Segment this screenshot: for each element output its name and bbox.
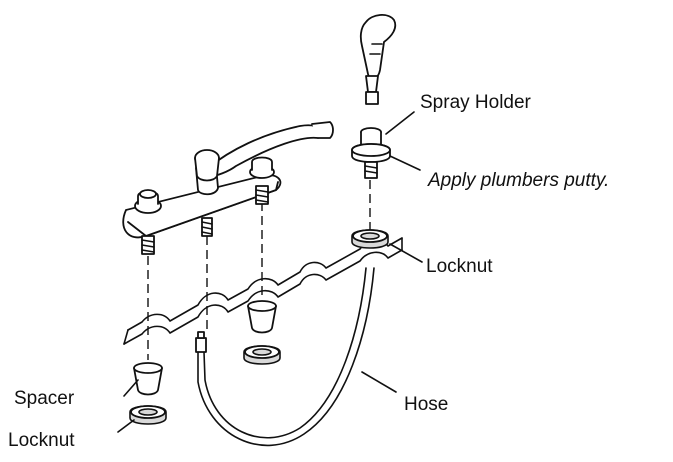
spray-holder bbox=[351, 127, 391, 179]
locknut bbox=[243, 345, 281, 365]
spray-head bbox=[359, 14, 397, 105]
locknut bbox=[129, 405, 167, 425]
locknut bbox=[351, 229, 389, 249]
hose bbox=[195, 267, 375, 447]
spacer bbox=[133, 362, 163, 396]
apply-putty-note: Apply plumbers putty. bbox=[427, 170, 609, 191]
leader-lines bbox=[117, 111, 423, 433]
alignment-lines bbox=[147, 180, 371, 360]
locknut-right-label: Locknut bbox=[426, 256, 493, 277]
spacer bbox=[247, 300, 277, 334]
spray-holder-label: Spray Holder bbox=[420, 92, 532, 113]
hose-label: Hose bbox=[404, 394, 448, 415]
locknut-left-label: Locknut bbox=[8, 430, 75, 451]
spacer-label: Spacer bbox=[14, 388, 75, 409]
faucet-body bbox=[122, 121, 334, 255]
